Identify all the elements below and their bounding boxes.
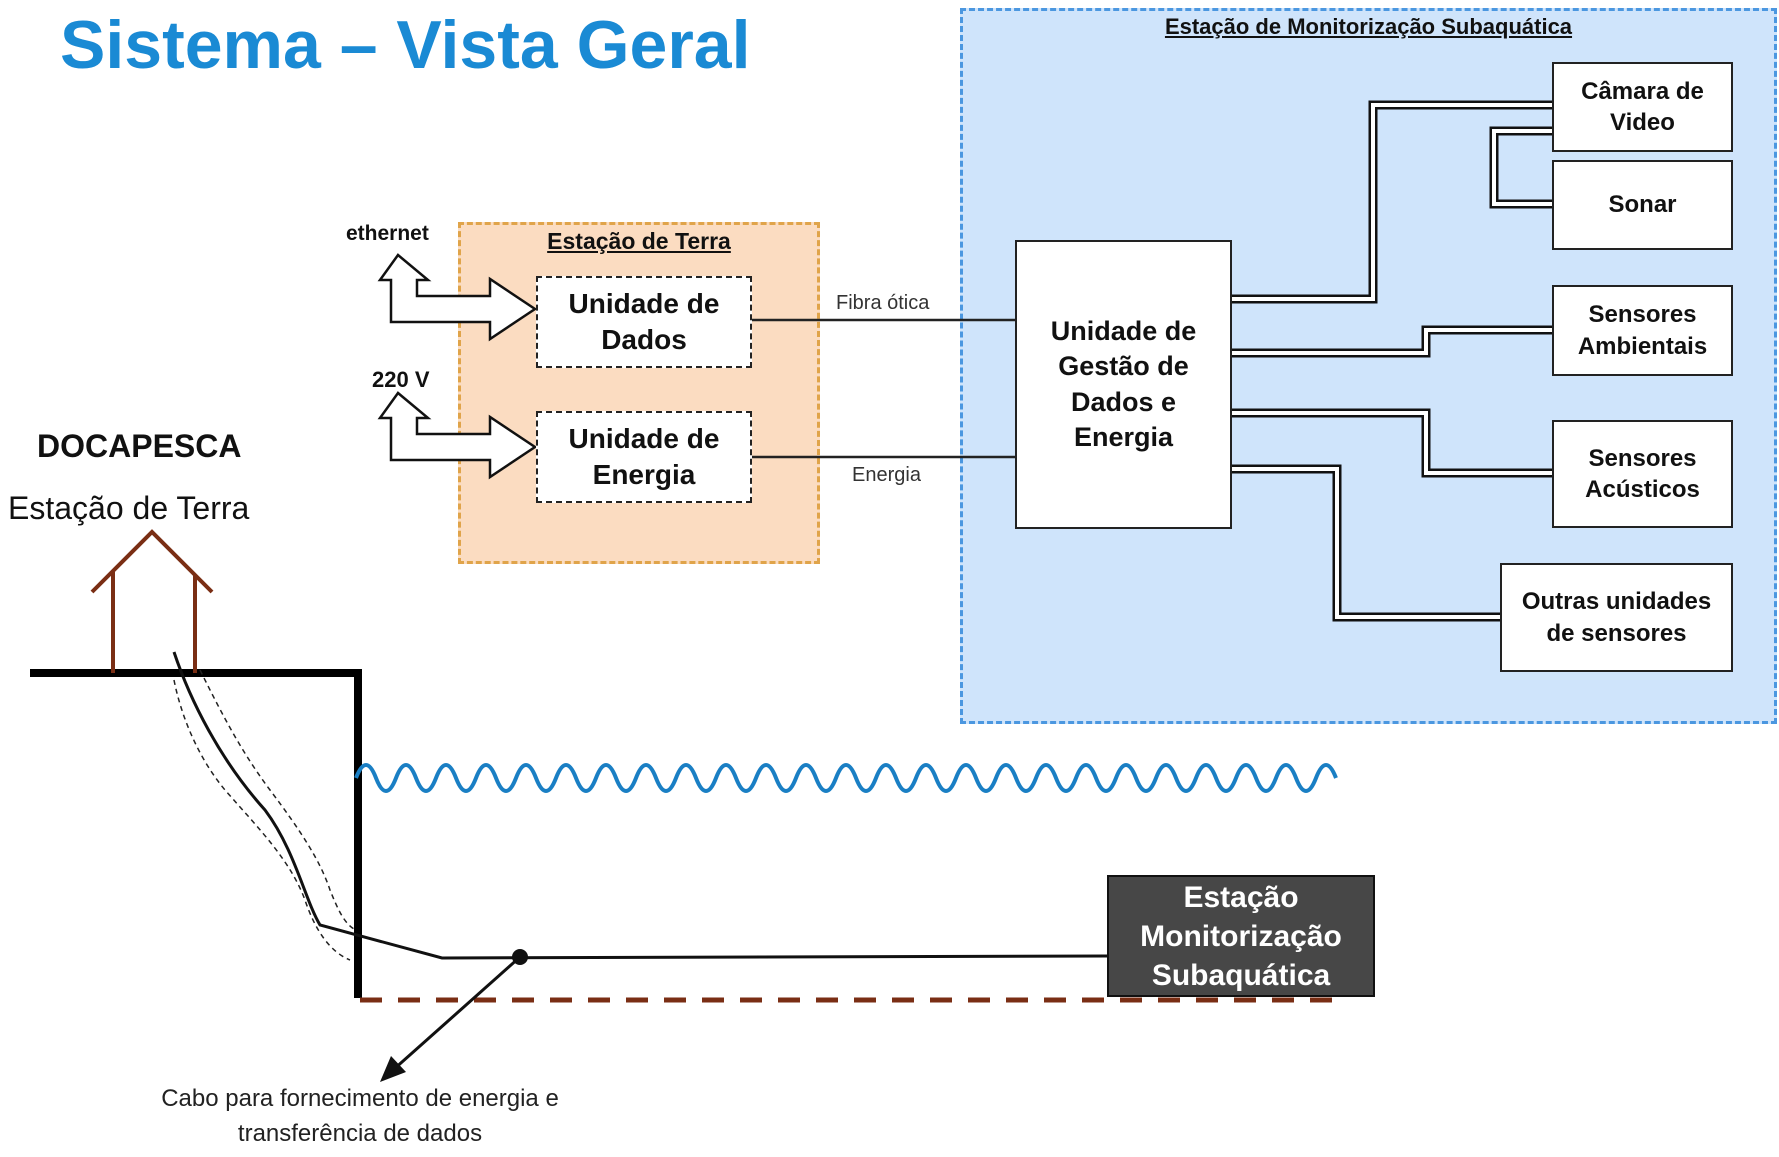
cable-camera [1230,100,1552,304]
fiber-link-label: Fibra ótica [836,292,930,314]
management-unit-box: Unidade de Gestão de Dados e Energia [1015,240,1232,529]
sensor-acoustic-label: Sensores Acústicos [1585,444,1700,503]
cable-acoustic [1230,408,1552,478]
site-subtitle: Estação de Terra [8,490,250,526]
ethernet-label: ethernet [346,222,429,245]
ground-station-panel-title: Estação de Terra [547,228,731,254]
underwater-station-label: Estação Monitorização Subaquática [1140,880,1342,992]
sensor-camera-box: Câmara de Video [1552,62,1733,152]
sensor-cables [1230,100,1552,622]
data-unit-box: Unidade de Dados [536,276,752,368]
caption-pointer-arrowhead [380,1056,406,1082]
sensor-sonar-box: Sonar [1552,160,1733,250]
sensor-other-box: Outras unidades de sensores [1500,563,1733,672]
site-name: DOCAPESCA [37,428,242,464]
management-unit-label: Unidade de Gestão de Dados e Energia [1050,316,1197,452]
cable-caption: Cabo para fornecimento de energia e tran… [60,1082,660,1152]
wave-icon [354,763,1338,793]
power-input-label: 220 V [372,367,430,392]
cable-caption-text: Cabo para fornecimento de energia e tran… [161,1085,559,1147]
cable-sonar [1489,126,1552,209]
sensor-camera-label: Câmara de Video [1581,77,1704,136]
underwater-station-panel-title: Estação de Monitorização Subaquática [1164,14,1573,39]
sensor-environmental-box: Sensores Ambientais [1552,285,1733,376]
coastline [30,669,362,998]
sensor-sonar-label: Sonar [1608,191,1677,219]
cable-dashed-outline-right [199,669,357,931]
ethernet-arrow-icon [377,253,538,342]
power-unit-box: Unidade de Energia [536,411,752,503]
power-unit-label: Unidade de Energia [568,422,720,490]
energy-link-label: Energia [852,464,921,486]
sensor-environmental-label: Sensores Ambientais [1577,301,1708,360]
cable-environmental [1230,325,1552,358]
page-title: Sistema – Vista Geral [60,7,751,83]
cable-other-sensors [1230,464,1500,622]
sensor-other-label: Outras unidades de sensores [1521,588,1712,647]
data-unit-label: Unidade de Dados [568,287,720,355]
cable-dashed-outline-left [173,679,351,961]
power-arrow-icon [377,391,538,480]
underwater-station-box: Estação Monitorização Subaquática [1107,875,1375,997]
sensor-acoustic-box: Sensores Acústicos [1552,420,1733,528]
caption-pointer [392,955,521,1072]
house-icon [90,529,214,673]
cable-line [172,651,1108,960]
